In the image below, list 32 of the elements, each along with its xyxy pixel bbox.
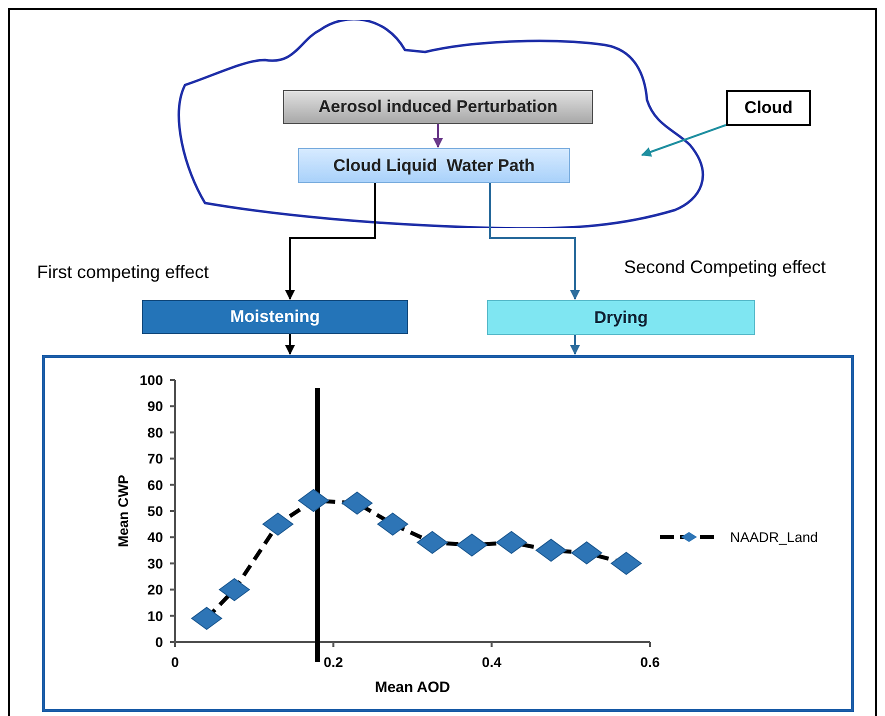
process-box: Cloud Liquid Water Path [298,148,570,183]
tick-label: 70 [147,450,163,467]
axis-title: Mean CWP [115,474,131,548]
tick-label: 0 [171,654,179,670]
arrow [433,124,443,148]
arrow [489,183,580,300]
tick-label: 0 [155,634,163,650]
callout-box: Cloud [726,90,811,126]
tick-label: 20 [147,582,163,598]
tick-label: 80 [147,424,163,440]
tick-label: 100 [140,372,163,388]
tick-label: 30 [147,555,163,572]
process-box: Moistening [142,300,408,334]
arrow [570,335,580,355]
tick-label: 90 [147,398,163,414]
tick-label: 0.2 [324,654,344,670]
tick-label: 60 [147,476,163,493]
arrow [641,124,726,157]
process-box: Aerosol induced Perturbation [283,90,593,124]
effect-caption: Second Competing effect [624,257,826,278]
axis-title: Mean AOD [374,679,450,696]
process-box: Drying [487,300,755,335]
arrow [285,334,295,355]
effect-caption: First competing effect [37,262,209,283]
tick-label: 10 [147,608,163,624]
chart-panel [42,355,854,712]
tick-label: 0.4 [482,654,502,670]
tick-label: 50 [147,503,163,519]
legend-label: NAADR_Land [730,529,818,545]
tick-label: 0.6 [640,654,660,670]
tick-label: 40 [147,529,163,546]
arrow [285,183,376,300]
